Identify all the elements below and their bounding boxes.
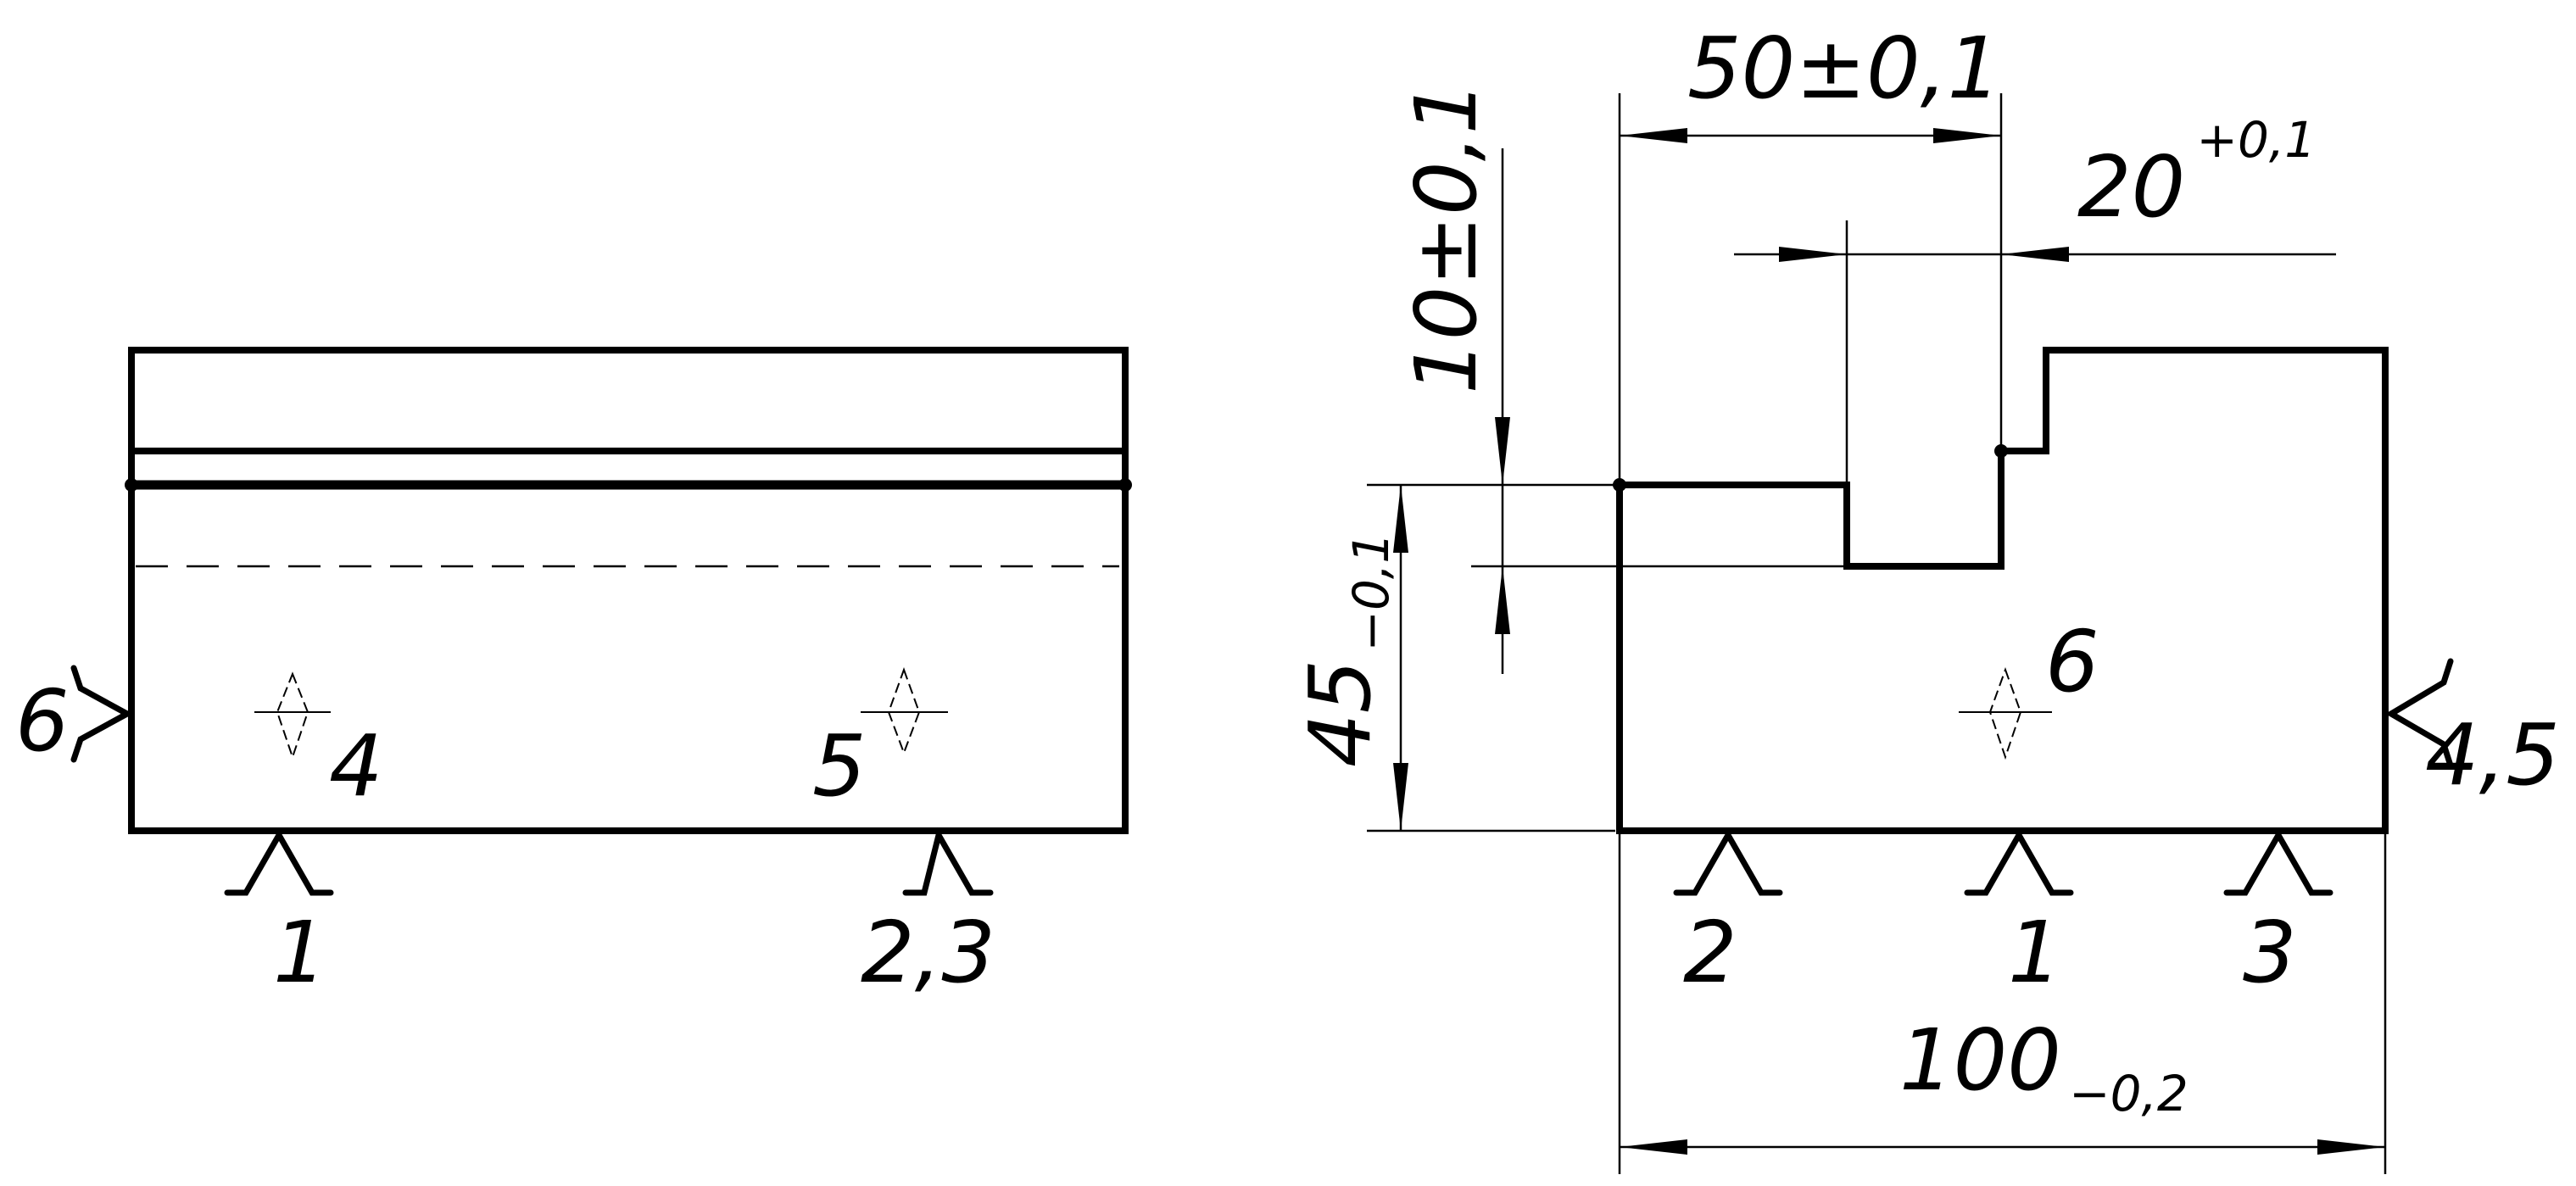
left-marker-5 (861, 667, 948, 755)
right-support-3 (2223, 828, 2333, 896)
label-marker-4: 4 (329, 716, 383, 816)
dim-height-tol: −0,1 (1342, 532, 1400, 652)
dim-arrow (1620, 128, 1687, 143)
dim-slot-tol: +0,1 (2196, 111, 2316, 169)
left-support-1 (224, 828, 334, 896)
dim-arrow (1495, 417, 1510, 485)
dim-slot-base: 20 (2077, 137, 2185, 237)
dim-text-height: 45 −0,1 (1291, 532, 1400, 767)
dim-text-slot-depth: 10±0,1 (1397, 81, 1496, 394)
right-body-outline (1616, 347, 2389, 834)
dim-arrow (1393, 485, 1408, 553)
left-support-side (70, 665, 134, 763)
dim-text-total-width: 100 −0,2 (1899, 1011, 2188, 1122)
right-support-1 (1964, 828, 2074, 896)
dim-arrow (1779, 247, 1847, 262)
dim-height-base: 45 (1291, 660, 1390, 767)
dim-text-top-width: 50±0,1 (1687, 19, 2001, 118)
left-body-outline (128, 347, 1129, 834)
left-edge-dot (125, 478, 138, 492)
right-marker-6 (1959, 667, 2052, 760)
label-marker-6: 6 (2045, 612, 2099, 711)
dim-total-tol: −0,2 (2069, 1065, 2188, 1122)
left-view: 1 2,3 6 4 5 (15, 347, 1132, 1002)
dim-text-slot: 20 +0,1 (2077, 111, 2316, 237)
dim-arrow (2317, 1139, 2385, 1155)
label-marker-5: 5 (812, 716, 867, 816)
dim-total-base: 100 (1899, 1011, 2061, 1110)
left-edge-dot (1118, 478, 1132, 492)
dim-arrow (2001, 247, 2069, 262)
label-support-23: 2,3 (861, 903, 995, 1002)
dim-arrow (1620, 1139, 1687, 1155)
label-support-side: 4,5 (2425, 705, 2560, 805)
right-support-2 (1673, 828, 1783, 896)
dim-arrow (1495, 566, 1510, 634)
label-support-1: 1 (273, 903, 327, 1002)
label-support-side: 6 (15, 671, 70, 771)
left-marker-4 (254, 671, 331, 760)
right-view: 2 1 3 4,5 6 50±0,1 20 +0,1 10±0,1 45 −0,… (1291, 19, 2560, 1174)
label-support-2: 2 (1683, 903, 1737, 1002)
dim-arrow (1393, 763, 1408, 831)
right-support-side (2385, 658, 2454, 769)
left-support-23 (902, 827, 994, 896)
label-support-1: 1 (2008, 903, 2062, 1002)
dim-arrow (1933, 128, 2001, 143)
label-support-3: 3 (2243, 903, 2297, 1002)
